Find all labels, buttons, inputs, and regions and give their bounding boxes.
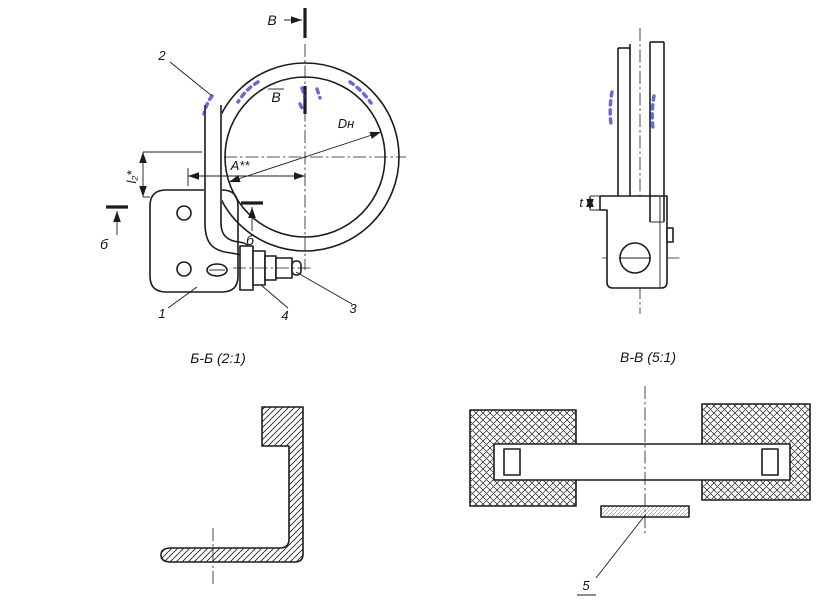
band-section [493, 443, 791, 481]
dimension-thickness: t [579, 195, 607, 211]
side-screw [619, 242, 651, 274]
dim-width-label: A** [230, 158, 251, 173]
section-bb-caption: Б-Б (2:1) [190, 350, 246, 366]
bracket-hole-top [176, 205, 192, 221]
callout-5-label: 5 [582, 578, 590, 593]
side-bolt-tip [666, 227, 674, 243]
section-marker-b-left: б [100, 205, 128, 252]
main-view: A** Dн l₂* В В б [100, 8, 406, 323]
highlight-marks-main [202, 80, 373, 116]
section-bb-view: Б-Б (2:1) [160, 350, 304, 584]
band-anchor-right [761, 448, 779, 476]
callout-5: 5 [577, 513, 647, 596]
dimension-height: l₂* [124, 151, 202, 198]
side-view: t [579, 28, 680, 314]
section-vv-caption: В-В (5:1) [620, 349, 676, 365]
section-b-left-label: б [100, 236, 109, 252]
callout-4-label: 4 [281, 308, 288, 323]
angle-bracket-section [160, 406, 304, 563]
band-anchor-left [503, 448, 521, 476]
band-strips [617, 41, 665, 223]
section-marker-v-top: В [267, 8, 307, 38]
callout-3-label: 3 [349, 301, 357, 316]
highlight-marks-side [608, 90, 656, 130]
section-v-inner-label: В [271, 89, 280, 105]
bracket-hole-bottom [176, 261, 192, 277]
section-marker-v-inner: В [268, 86, 307, 114]
section-b-center-label: б [246, 232, 255, 248]
section-v-top-label: В [267, 12, 276, 28]
section-vv-view: В-В (5:1) 5 [469, 349, 811, 596]
dim-diameter-label: Dн [338, 116, 355, 131]
callout-1-label: 1 [158, 306, 165, 321]
side-bracket-outline [599, 195, 668, 289]
dim-thickness-label: t [579, 195, 584, 210]
callout-2-label: 2 [157, 48, 166, 63]
dim-height-label: l₂* [124, 170, 139, 184]
dimension-diameter: Dн [228, 116, 382, 183]
section-marker-b-center: б [241, 201, 263, 248]
callouts-main: 2 1 4 3 [157, 48, 357, 323]
strap [204, 103, 222, 223]
